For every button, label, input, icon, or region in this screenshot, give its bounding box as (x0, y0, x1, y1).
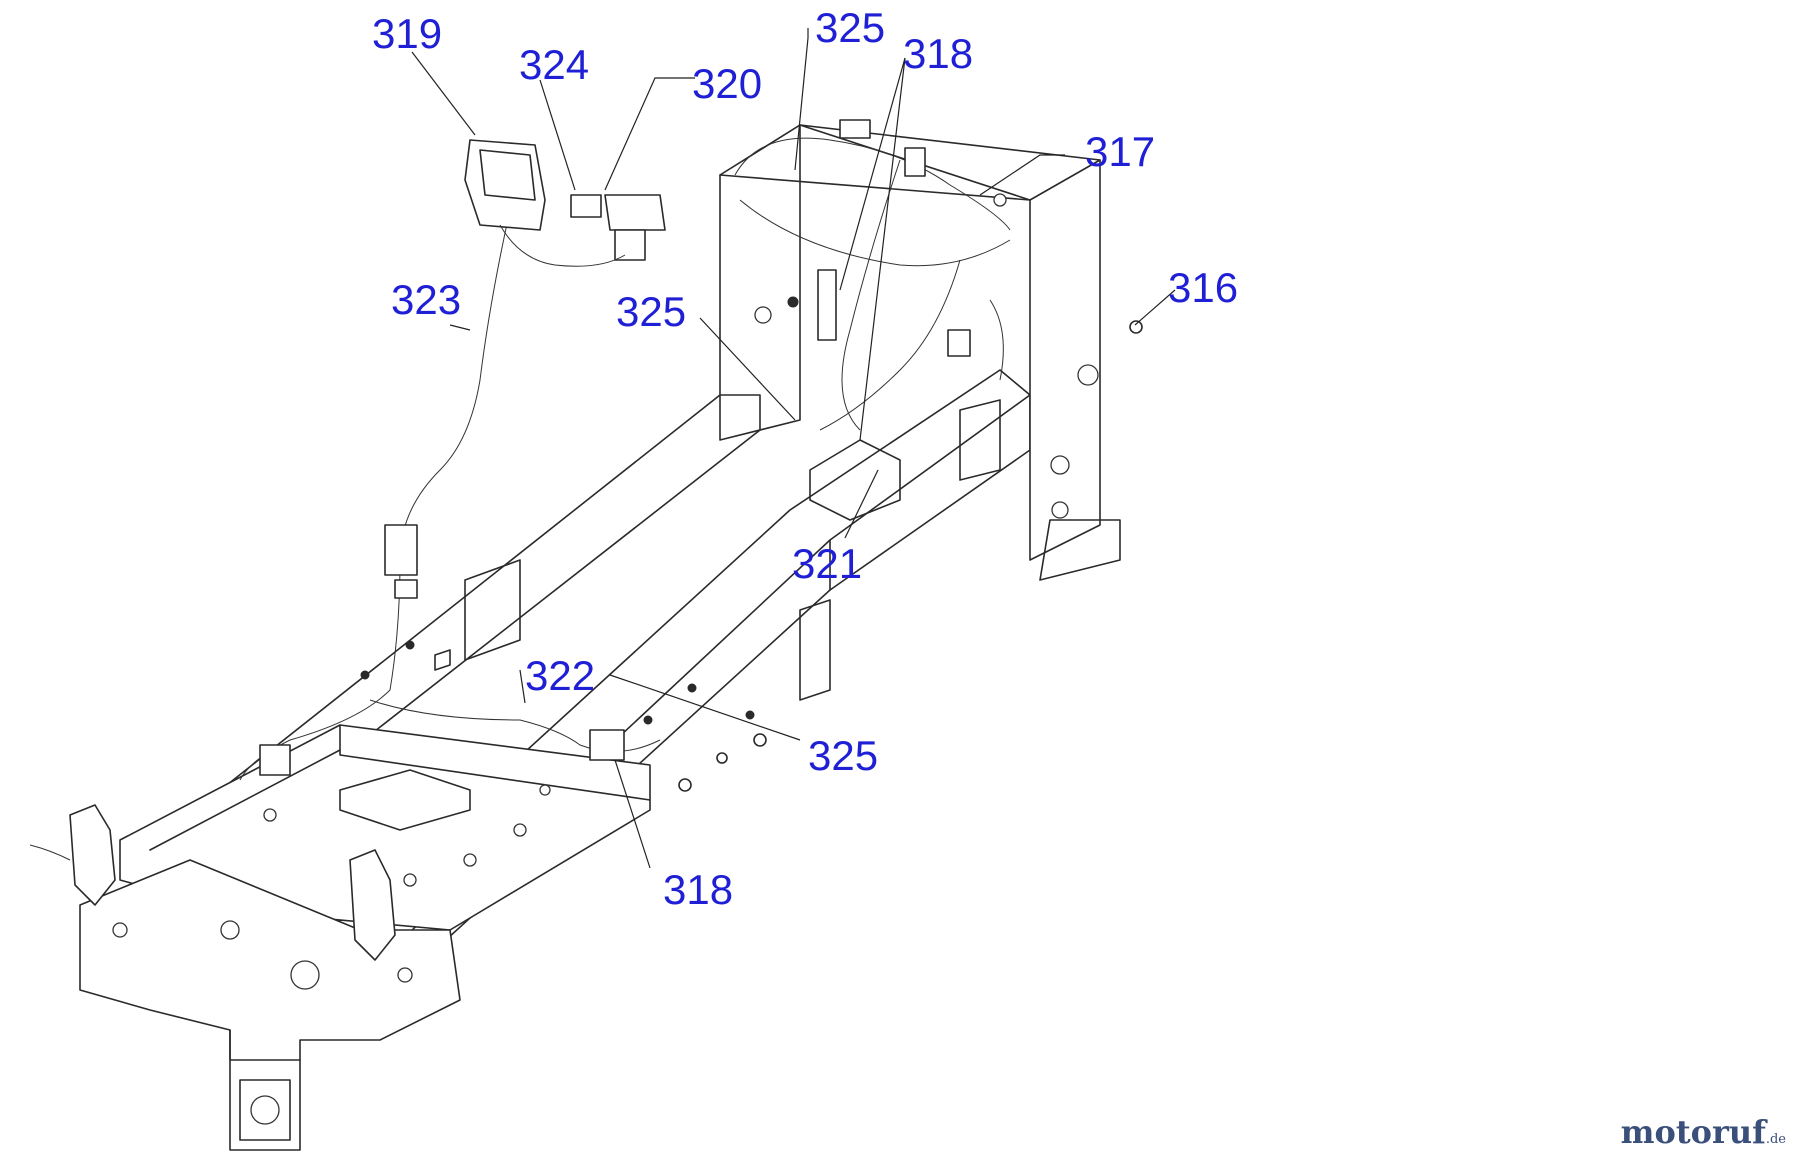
watermark-tld: .de (1765, 1132, 1786, 1147)
leader-lines (411, 28, 1176, 869)
callout-325-mid: 325 (616, 288, 686, 335)
callout-325-low: 325 (808, 732, 878, 779)
callout-316: 316 (1168, 264, 1238, 311)
callout-318-top: 318 (903, 30, 973, 77)
callout-labels: 319 324 320 325 318 317 316 323 325 321 … (372, 4, 1238, 913)
callout-322: 322 (525, 652, 595, 699)
callout-325-top: 325 (815, 4, 885, 51)
callout-320: 320 (692, 60, 762, 107)
callout-317: 317 (1085, 128, 1155, 175)
callout-321: 321 (792, 540, 862, 587)
callout-318-low: 318 (663, 866, 733, 913)
watermark-text: motoruf (1620, 1113, 1766, 1151)
callout-319: 319 (372, 10, 442, 57)
tractor-frame-drawing (29, 119, 1143, 1151)
callout-324: 324 (519, 41, 589, 88)
callout-323: 323 (391, 276, 461, 323)
watermark-logo: motoruf.de (1621, 1113, 1786, 1151)
